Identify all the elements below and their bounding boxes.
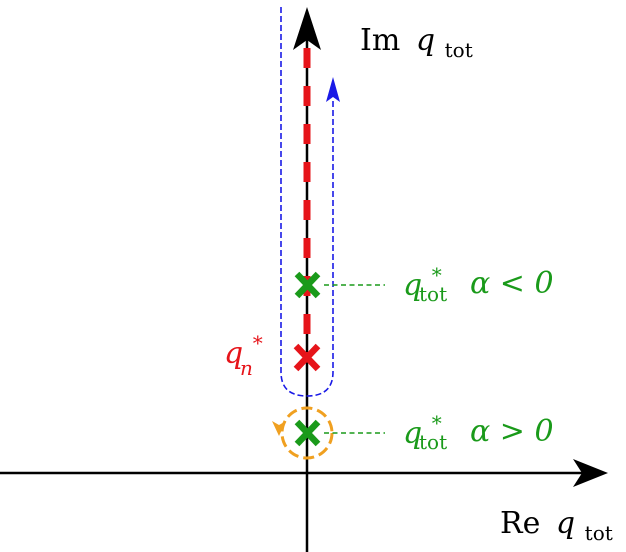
pole-label-lower: q * xyxy=(403,411,442,451)
pole-label-upper: q * xyxy=(403,263,442,303)
integration-contour xyxy=(280,7,334,397)
real-axis-label: Re q tot xyxy=(500,506,613,545)
pole-marker-lower xyxy=(294,419,321,447)
imaginary-axis-arrowhead xyxy=(293,7,321,50)
pole-label-n: q * xyxy=(224,331,263,371)
small-circle-contour xyxy=(280,406,334,460)
pole-marker-upper xyxy=(294,271,321,299)
pole-condition-upper: α < 0 xyxy=(470,266,554,301)
pole-label-upper-sub: tot xyxy=(419,282,447,306)
pole-marker-n xyxy=(293,343,321,372)
real-axis-arrowhead xyxy=(573,459,608,487)
pole-label-n-sub: n xyxy=(240,356,253,380)
imaginary-axis-label: Im q tot xyxy=(360,23,473,62)
contour-arrowhead xyxy=(326,77,340,102)
pole-label-lower-sub: tot xyxy=(419,430,447,454)
pole-condition-lower: α > 0 xyxy=(470,414,554,449)
small-circle-arrowhead xyxy=(272,421,286,436)
